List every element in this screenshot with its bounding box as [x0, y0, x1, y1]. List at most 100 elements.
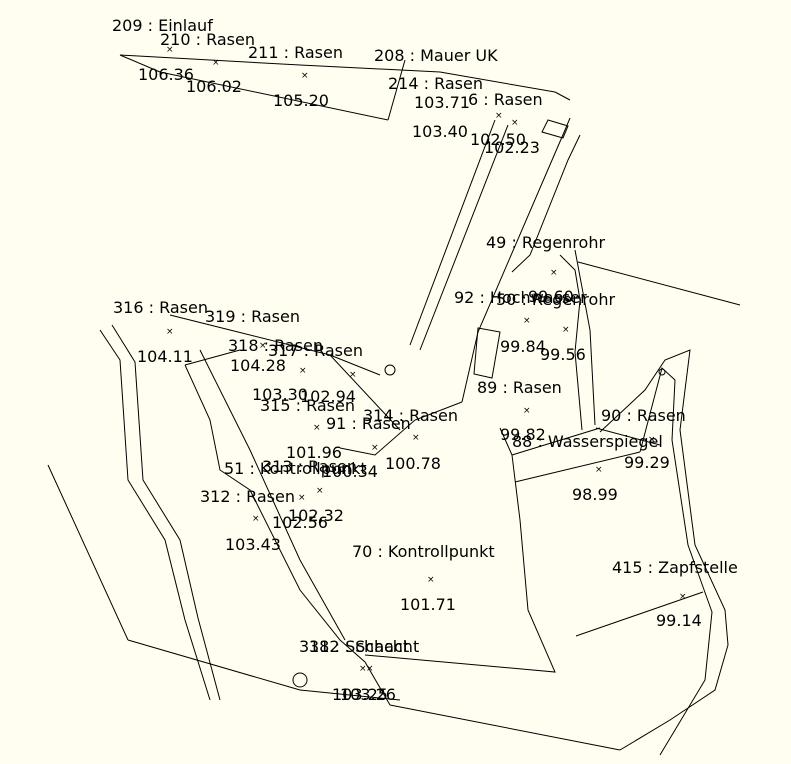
- point-elevation: 105.20: [273, 91, 329, 110]
- bank-line: [575, 591, 704, 637]
- point-label: 318 : Rasen: [228, 336, 323, 355]
- point-elevation: 101.96: [286, 443, 342, 462]
- boundary-line: [299, 64, 441, 73]
- parcel-line: [595, 427, 661, 446]
- parcel-line: [329, 354, 401, 431]
- point-elevation: 99.56: [540, 345, 586, 364]
- point-marker[interactable]: ×: [366, 664, 374, 674]
- channel-edge: [461, 117, 571, 403]
- point-elevation: 103.30: [252, 385, 308, 404]
- point-elevation: 99.82: [500, 425, 546, 444]
- point-marker[interactable]: ×: [299, 366, 307, 376]
- point-marker[interactable]: ×: [427, 575, 435, 585]
- point-label: 50 : Regenrohr: [496, 290, 615, 309]
- boundary-line: [159, 71, 389, 121]
- point-marker[interactable]: ×: [523, 406, 531, 416]
- point-elevation: 102.23: [484, 138, 540, 157]
- point-label: 208 : Mauer UK: [374, 46, 498, 65]
- point-elevation: 102.94: [300, 387, 356, 406]
- point-label: 6 : Rasen: [468, 90, 543, 109]
- point-elevation: 102.56: [272, 513, 328, 532]
- point-label: 89 : Rasen: [477, 378, 562, 397]
- parcel-line: [514, 451, 641, 483]
- parcel-line: [339, 401, 463, 456]
- point-elevation: 102.32: [288, 506, 344, 525]
- point-marker[interactable]: ×: [679, 592, 687, 602]
- point-marker[interactable]: ×: [648, 435, 656, 445]
- point-marker[interactable]: ×: [259, 341, 267, 351]
- boundary-line: [119, 54, 161, 73]
- point-elevation: 99.60: [528, 287, 574, 306]
- point-marker[interactable]: ×: [412, 433, 420, 443]
- bank-line: [559, 254, 583, 431]
- point-elevation: 102.50: [470, 130, 526, 149]
- survey-linework: [47, 54, 741, 756]
- boundary-line: [439, 71, 556, 93]
- point-elevation: 103.40: [412, 122, 468, 141]
- boundary-line: [119, 54, 301, 66]
- point-marker[interactable]: ×: [212, 58, 220, 68]
- point-elevation: 99.84: [500, 337, 546, 356]
- parcel-line: [184, 364, 391, 706]
- point-marker[interactable]: ×: [550, 268, 558, 278]
- point-label: 90 : Rasen: [601, 406, 686, 425]
- point-elevation: 101.71: [400, 595, 456, 614]
- point-label: 311 : Schacht: [299, 637, 409, 656]
- point-elevation: 104.28: [230, 356, 286, 375]
- survey-points: × 209 : Einlauf 106.36 × 210 : Rasen 106…: [112, 16, 738, 704]
- bank-line: [599, 349, 729, 751]
- small-structure: [473, 327, 501, 379]
- bank-line: [127, 639, 301, 691]
- point-marker[interactable]: ×: [523, 316, 531, 326]
- point-elevation: 100.34: [322, 462, 378, 481]
- point-elevation: 100.78: [385, 454, 441, 473]
- bank-line: [577, 261, 741, 306]
- point-marker[interactable]: ×: [313, 423, 321, 433]
- point-label: 314 : Rasen: [363, 406, 458, 425]
- parcel-line: [199, 349, 346, 641]
- point-label: 209 : Einlauf: [112, 16, 213, 35]
- point-label: 211 : Rasen: [248, 43, 343, 62]
- point-label: 214 : Rasen: [388, 74, 483, 93]
- point-marker[interactable]: ×: [301, 71, 309, 81]
- channel-edge: [419, 124, 509, 351]
- point-marker[interactable]: ×: [166, 45, 174, 55]
- point-marker[interactable]: ×: [298, 493, 306, 503]
- bank-line: [47, 464, 129, 641]
- point-label: 317 : Rasen: [268, 341, 363, 360]
- shaft-circle: [384, 364, 396, 376]
- parcel-line: [364, 427, 556, 673]
- point-label: 49 : Regenrohr: [486, 233, 605, 252]
- point-marker[interactable]: ×: [371, 443, 379, 453]
- point-elevation: 106.02: [186, 77, 242, 96]
- point-label: 313 : Rasen: [262, 457, 357, 476]
- point-marker[interactable]: ×: [252, 514, 260, 524]
- point-label: 415 : Zapfstelle: [612, 558, 738, 577]
- bank-line: [574, 249, 596, 426]
- small-structure: [541, 119, 569, 139]
- point-elevation: 103.43: [225, 535, 281, 554]
- point-label: 88 : Wasserspiegel: [512, 432, 663, 451]
- point-marker[interactable]: ×: [166, 327, 174, 337]
- point-label: 315 : Rasen: [260, 396, 355, 415]
- point-marker[interactable]: ×: [595, 465, 603, 475]
- parcel-line: [389, 704, 621, 751]
- point-marker[interactable]: ×: [562, 325, 570, 335]
- point-marker[interactable]: ×: [316, 486, 324, 496]
- point-elevation: 106.36: [138, 65, 194, 84]
- parcel-line: [299, 689, 401, 701]
- point-elevation: 98.99: [572, 485, 618, 504]
- point-marker[interactable]: ×: [349, 370, 357, 380]
- point-elevation: 103.25: [332, 685, 388, 704]
- parcel-line: [511, 427, 601, 456]
- point-label: 70 : Kontrollpunkt: [352, 542, 495, 561]
- shaft-circle: [292, 672, 308, 688]
- point-marker[interactable]: ×: [511, 118, 519, 128]
- point-label: 91 : Rasen: [326, 414, 411, 433]
- point-marker[interactable]: ×: [359, 664, 367, 674]
- point-label: 92 : Hochwasser: [454, 288, 587, 307]
- point-marker[interactable]: ×: [495, 111, 503, 121]
- parcel-line: [169, 314, 381, 376]
- channel-edge: [409, 119, 496, 346]
- marker-circle: [658, 368, 666, 376]
